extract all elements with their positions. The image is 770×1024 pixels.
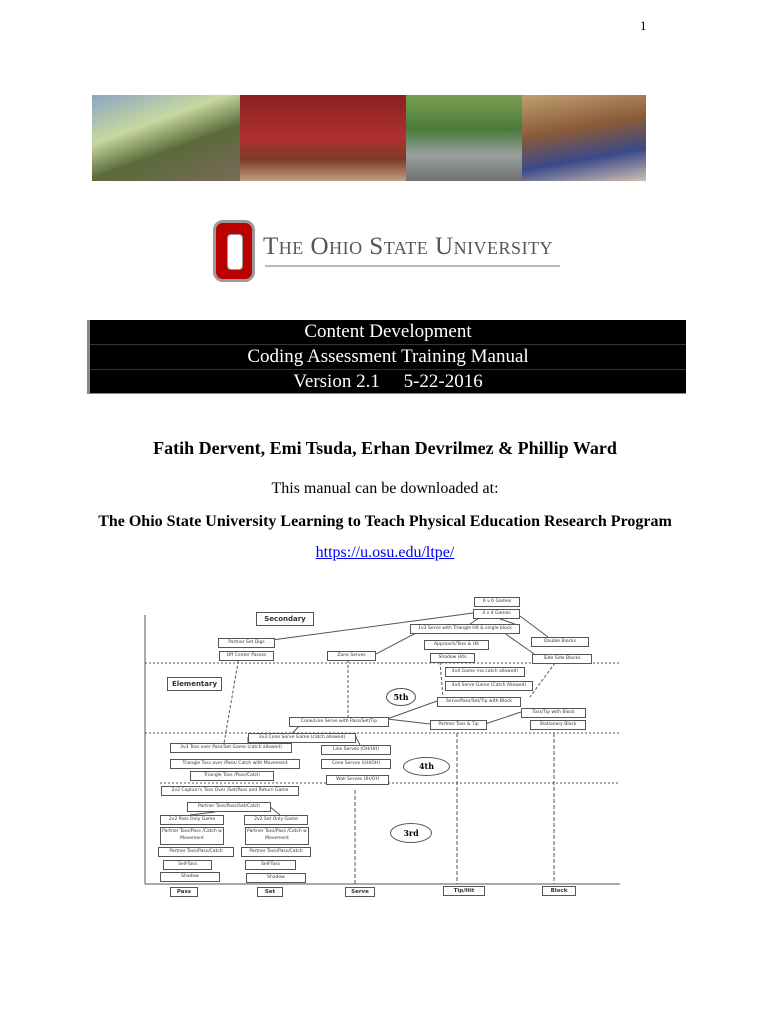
level-label: Elementary [167,677,222,691]
diagram-box: Zone Serves [327,651,376,661]
title-line-1: Content Development [90,320,686,345]
photo-netball [406,95,522,181]
authors: Fatih Dervent, Emi Tsuda, Erhan Devrilme… [153,438,617,458]
diagram-box: 3v3 Toss over Pass/Set Game (catch allow… [170,743,292,753]
diagram-box: 4v4 Game (no catch allowed) [445,667,525,677]
page-number: 1 [640,18,647,33]
diagram-box: 2v2 Pass Only Game [160,815,224,825]
diagram-box: 3v3 Cone Serve Game (catch allowed) [248,733,356,743]
skill-label: Tip/Hit [443,886,485,896]
diagram-box: Off Center Passes [219,651,274,661]
skill-label: Block [542,886,576,896]
logo-underline [265,265,560,267]
diagram-box: Serve/Pass/Set/Tip with Block [437,697,521,707]
diagram-box: Shadow Hits [430,653,475,663]
diagram-box: Partner Toss/Pass/Set/Catch [187,802,271,812]
diagram-box: Cone Serves (UH/OH) [321,759,391,769]
diagram-box: Shadow [246,873,306,883]
diagram-box: Triangle Toss /Pass/Catch [190,771,274,781]
program-name: The Ohio State University Learning to Te… [98,513,672,530]
diagram-box: Partner Toss/Pass /Catch w Movement [160,827,224,845]
diagram-box: Self-Toss [245,860,296,870]
diagram-box: 1v3 Serve with Triangle Hit & single blo… [410,624,520,634]
diagram-box: 4v4 Serve Game (Catch Allowed) [445,681,533,691]
block-o-icon [213,220,255,282]
skill-label: Serve [345,887,375,897]
title-line-3: Version 2.1 5-22-2016 [293,371,483,392]
diagram-box: Cone/Line Serve with Pass/Set/Tip [289,717,389,727]
logo-text: The Ohio State University [263,233,554,260]
diagram-box: 2v2 Captain's Toss Over /Set/Pass and Re… [161,786,299,796]
grade-ellipse: 3rd [390,823,432,843]
diagram-box: Shadow [160,872,220,882]
level-label: Secondary [256,612,314,626]
photo-basketball [522,95,646,181]
diagram-box: 2v2 Set Only Game [244,815,308,825]
diagram-box: Approach/Toss & Hit [424,640,489,650]
grade-ellipse: 5th [386,688,416,706]
download-link-wrap: https://u.osu.edu/ltpe/ [0,544,770,562]
title-line-2: Coding Assessment Training Manual [90,345,686,370]
diagram-box: Partner Toss/Pass/Catch [158,847,234,857]
diagram-box: Self-Toss [163,860,212,870]
diagram-box: Partner Toss & Tip [430,720,487,730]
diagram-box: Triangle Toss over /Pass/ Catch with Mov… [170,759,300,769]
diagram-box: Partner Set Digs [218,638,275,648]
osu-logo: The Ohio State University [213,220,563,282]
diagram-box: Line Serves (OH/UH) [321,745,391,755]
diagram-box: 6 v 6 Games [474,597,520,607]
diagram-box: Double Blocks [531,637,589,647]
diagram-box: Partner Toss/Pass/Catch [241,847,311,857]
diagram-box: Stationary Block [530,720,586,730]
diagram-box: Partner Toss/Pass /Catch w Movement [245,827,309,845]
download-text: This manual can be downloaded at: [271,480,499,497]
download-link[interactable]: https://u.osu.edu/ltpe/ [315,544,455,561]
diagram-box: Side Side Blocks [532,654,592,664]
grade-ellipse: 4th [403,757,450,776]
diagram-box: 4 v 4 Games [473,609,520,619]
diagram-box: Wall Serves UH/OH [326,775,389,785]
photo-volleyball-group [92,95,240,181]
photo-volleyball-gym [240,95,406,181]
title-box: Content Development Coding Assessment Tr… [87,320,686,394]
skill-label: Pass [170,887,198,897]
skill-label: Set [257,887,283,897]
diagram-box: Toss/Tip with Block [521,708,586,718]
